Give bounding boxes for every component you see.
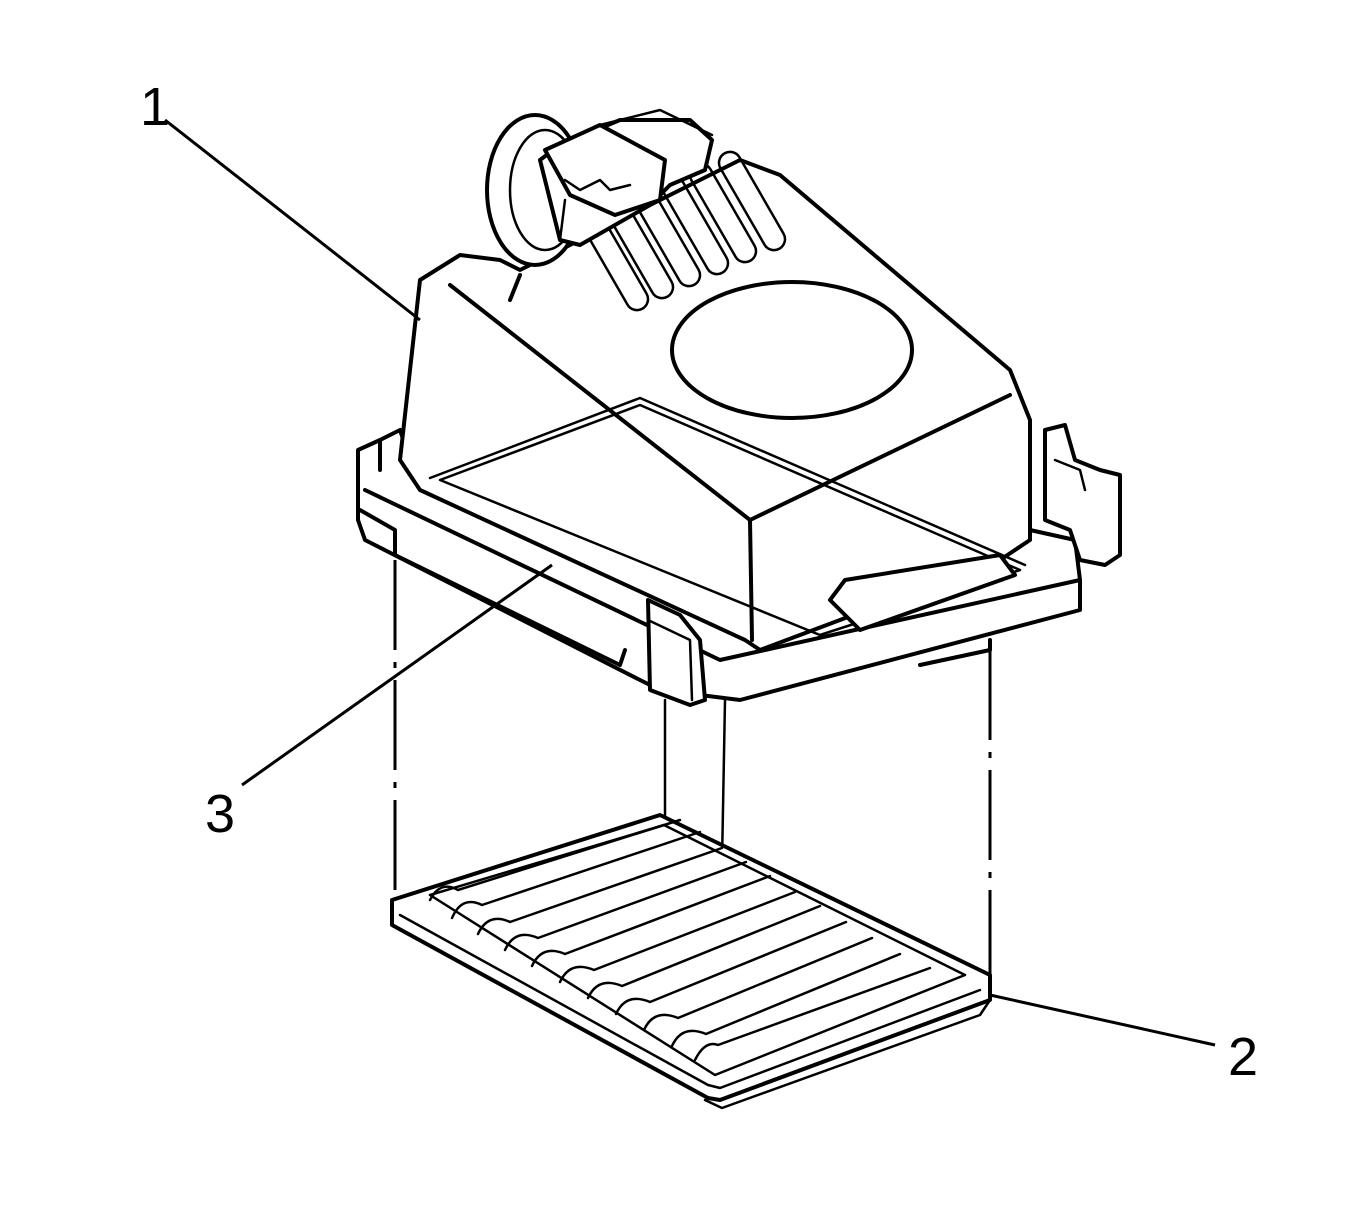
callout-1: 1	[140, 77, 421, 322]
air-cleaner-cover	[398, 150, 1032, 652]
callout-label-1: 1	[140, 77, 170, 137]
mass-airflow-sensor	[485, 108, 714, 267]
callout-label-2: 2	[1228, 1027, 1258, 1087]
callout-label-3: 3	[205, 784, 235, 844]
air-filter-element	[390, 813, 992, 1110]
callout-2: 2	[989, 993, 1258, 1087]
callout-3: 3	[205, 563, 553, 844]
filter-pleats	[428, 818, 932, 1062]
